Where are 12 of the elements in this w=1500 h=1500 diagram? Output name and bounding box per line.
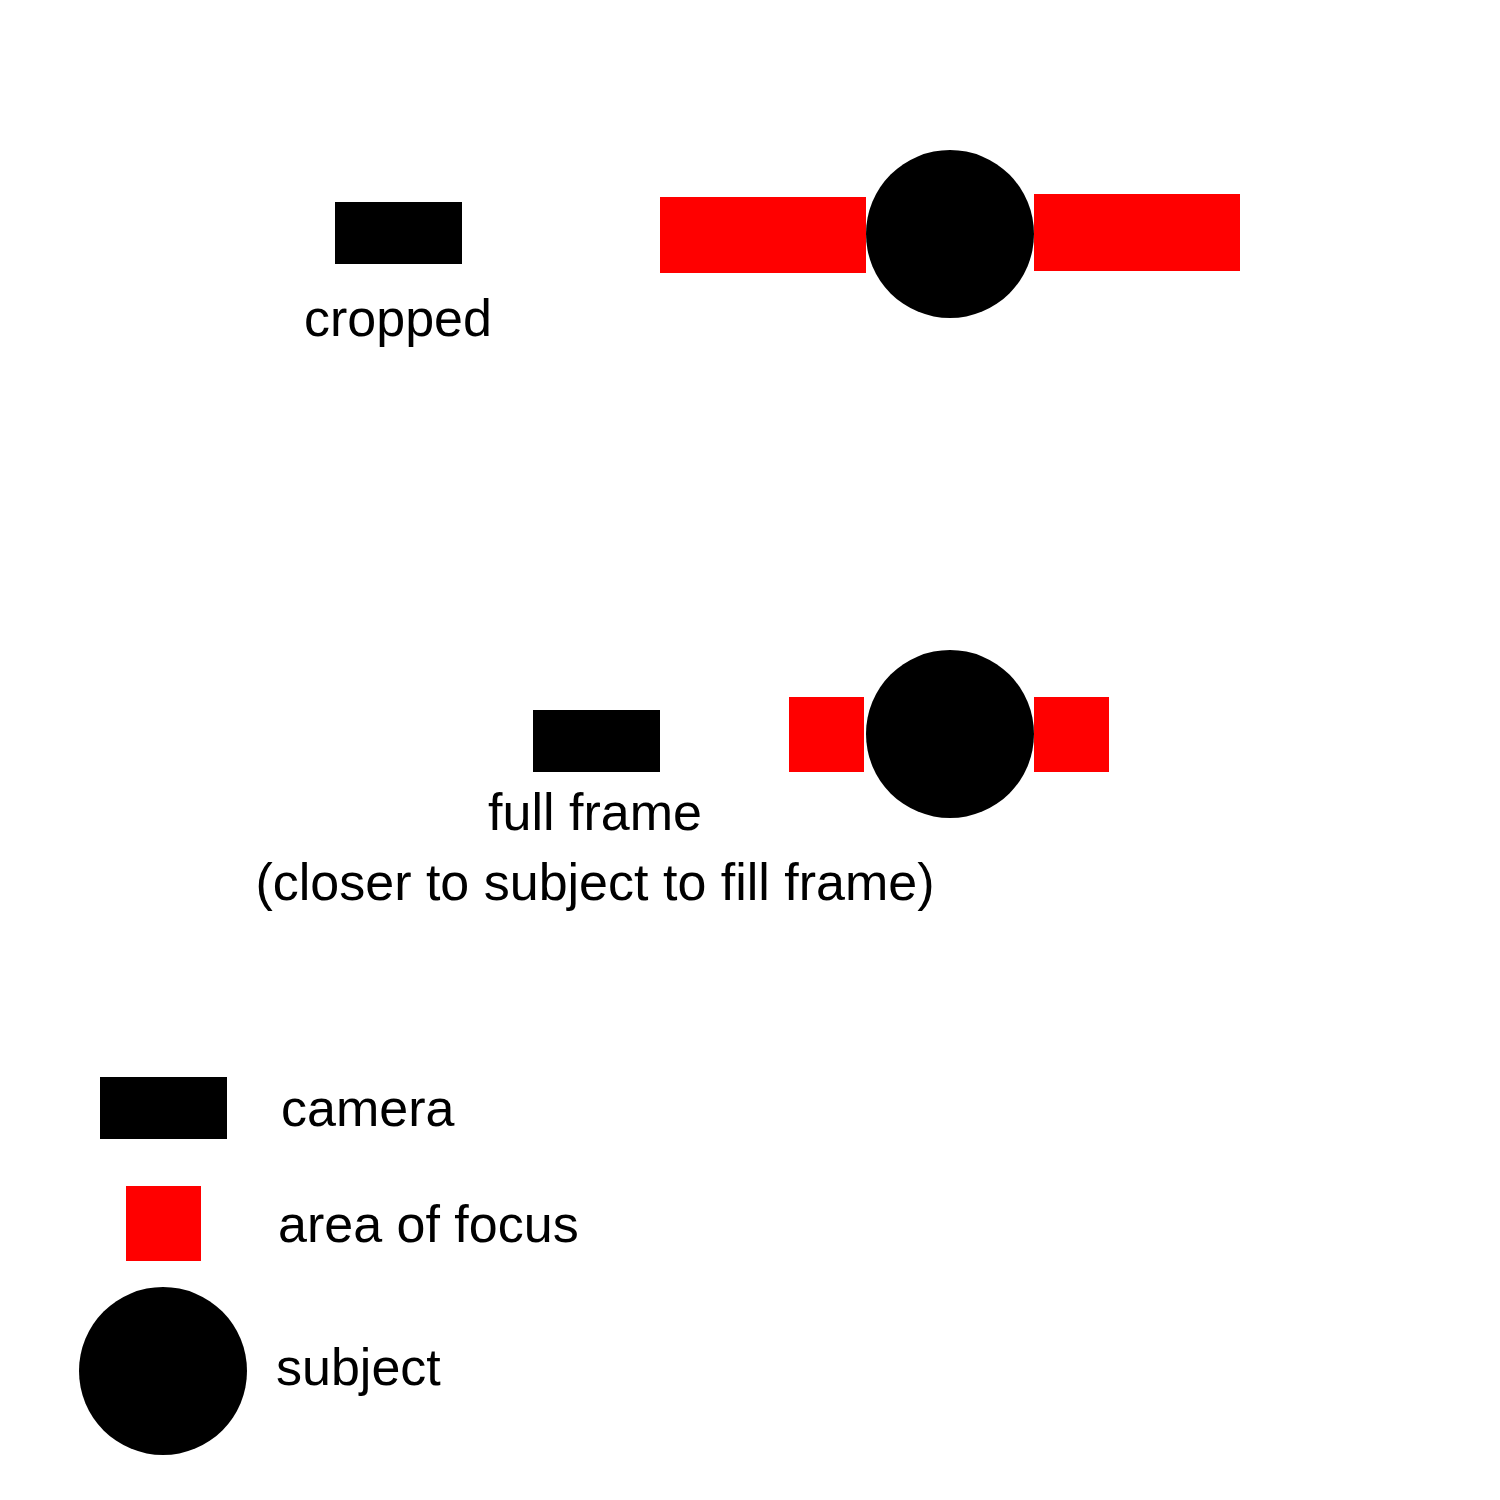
camera-rectangle: [533, 710, 660, 772]
node-label: full frame: [487, 782, 703, 842]
node-label: (closer to subject to fill frame): [254, 852, 936, 912]
focus-area-bar: [660, 197, 866, 273]
camera-rectangle: [335, 202, 462, 264]
legend-label: area of focus: [278, 1194, 579, 1254]
focus-area-bar: [1034, 194, 1240, 271]
focus-area-rectangle: [1034, 697, 1109, 772]
legend-label: camera: [281, 1078, 455, 1138]
node-label: cropped: [303, 288, 493, 348]
legend-label: subject: [276, 1337, 441, 1397]
focus-area-rectangle: [789, 697, 864, 772]
